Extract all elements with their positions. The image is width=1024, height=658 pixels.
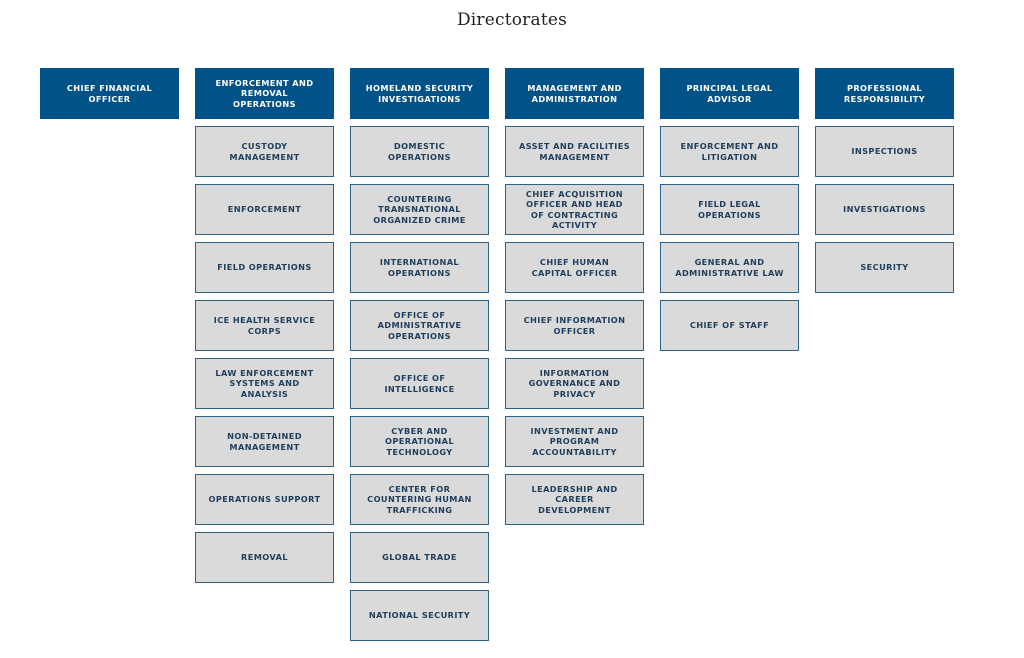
office-box-operations-support[interactable]: OPERATIONS SUPPORT [195, 474, 334, 525]
office-box-enforcement[interactable]: ENFORCEMENT [195, 184, 334, 235]
directorate-header-professional-responsibility[interactable]: PROFESSIONAL RESPONSIBILITY [815, 68, 954, 119]
office-box-cyber-and-operational-technology[interactable]: CYBER AND OPERATIONAL TECHNOLOGY [350, 416, 489, 467]
office-box-field-operations[interactable]: FIELD OPERATIONS [195, 242, 334, 293]
office-box-domestic-operations[interactable]: DOMESTIC OPERATIONS [350, 126, 489, 177]
office-box-chief-human-capital-officer[interactable]: CHIEF HUMAN CAPITAL OFFICER [505, 242, 644, 293]
office-box-chief-acquisition-officer-and-head-of-contracting-activity[interactable]: CHIEF ACQUISITION OFFICER AND HEAD OF CO… [505, 184, 644, 235]
office-box-removal[interactable]: REMOVAL [195, 532, 334, 583]
office-box-investment-and-program-accountability[interactable]: INVESTMENT AND PROGRAM ACCOUNTABILITY [505, 416, 644, 467]
office-box-information-governance-and-privacy[interactable]: INFORMATION GOVERNANCE AND PRIVACY [505, 358, 644, 409]
office-box-investigations[interactable]: INVESTIGATIONS [815, 184, 954, 235]
office-box-center-for-countering-human-trafficking[interactable]: CENTER FOR COUNTERING HUMAN TRAFFICKING [350, 474, 489, 525]
office-box-ice-health-service-corps[interactable]: ICE HEALTH SERVICE CORPS [195, 300, 334, 351]
directorate-header-enforcement-and-removal-operations[interactable]: ENFORCEMENT AND REMOVAL OPERATIONS [195, 68, 334, 119]
office-box-international-operations[interactable]: INTERNATIONAL OPERATIONS [350, 242, 489, 293]
office-box-inspections[interactable]: INSPECTIONS [815, 126, 954, 177]
office-box-leadership-and-career-development[interactable]: LEADERSHIP AND CAREER DEVELOPMENT [505, 474, 644, 525]
office-box-general-and-administrative-law[interactable]: GENERAL AND ADMINISTRATIVE LAW [660, 242, 799, 293]
office-box-security[interactable]: SECURITY [815, 242, 954, 293]
office-box-field-legal-operations[interactable]: FIELD LEGAL OPERATIONS [660, 184, 799, 235]
office-box-asset-and-facilities-management[interactable]: ASSET AND FACILITIES MANAGEMENT [505, 126, 644, 177]
office-box-chief-of-staff[interactable]: CHIEF OF STAFF [660, 300, 799, 351]
office-box-chief-information-officer[interactable]: CHIEF INFORMATION OFFICER [505, 300, 644, 351]
page-title: Directorates [456, 10, 568, 30]
office-box-enforcement-and-litigation[interactable]: ENFORCEMENT AND LITIGATION [660, 126, 799, 177]
office-box-national-security[interactable]: NATIONAL SECURITY [350, 590, 489, 641]
office-box-non-detained-management[interactable]: NON-DETAINED MANAGEMENT [195, 416, 334, 467]
office-box-countering-transnational-organized-crime[interactable]: COUNTERING TRANSNATIONAL ORGANIZED CRIME [350, 184, 489, 235]
office-box-office-of-intelligence[interactable]: OFFICE OF INTELLIGENCE [350, 358, 489, 409]
office-box-global-trade[interactable]: GLOBAL TRADE [350, 532, 489, 583]
directorate-header-chief-financial-officer[interactable]: CHIEF FINANCIAL OFFICER [40, 68, 179, 119]
directorate-header-management-and-administration[interactable]: MANAGEMENT AND ADMINISTRATION [505, 68, 644, 119]
directorate-header-homeland-security-investigations[interactable]: HOMELAND SECURITY INVESTIGATIONS [350, 68, 489, 119]
office-box-custody-management[interactable]: CUSTODY MANAGEMENT [195, 126, 334, 177]
office-box-law-enforcement-systems-and-analysis[interactable]: LAW ENFORCEMENT SYSTEMS AND ANALYSIS [195, 358, 334, 409]
office-box-office-of-administrative-operations[interactable]: OFFICE OF ADMINISTRATIVE OPERATIONS [350, 300, 489, 351]
directorate-header-principal-legal-advisor[interactable]: PRINCIPAL LEGAL ADVISOR [660, 68, 799, 119]
